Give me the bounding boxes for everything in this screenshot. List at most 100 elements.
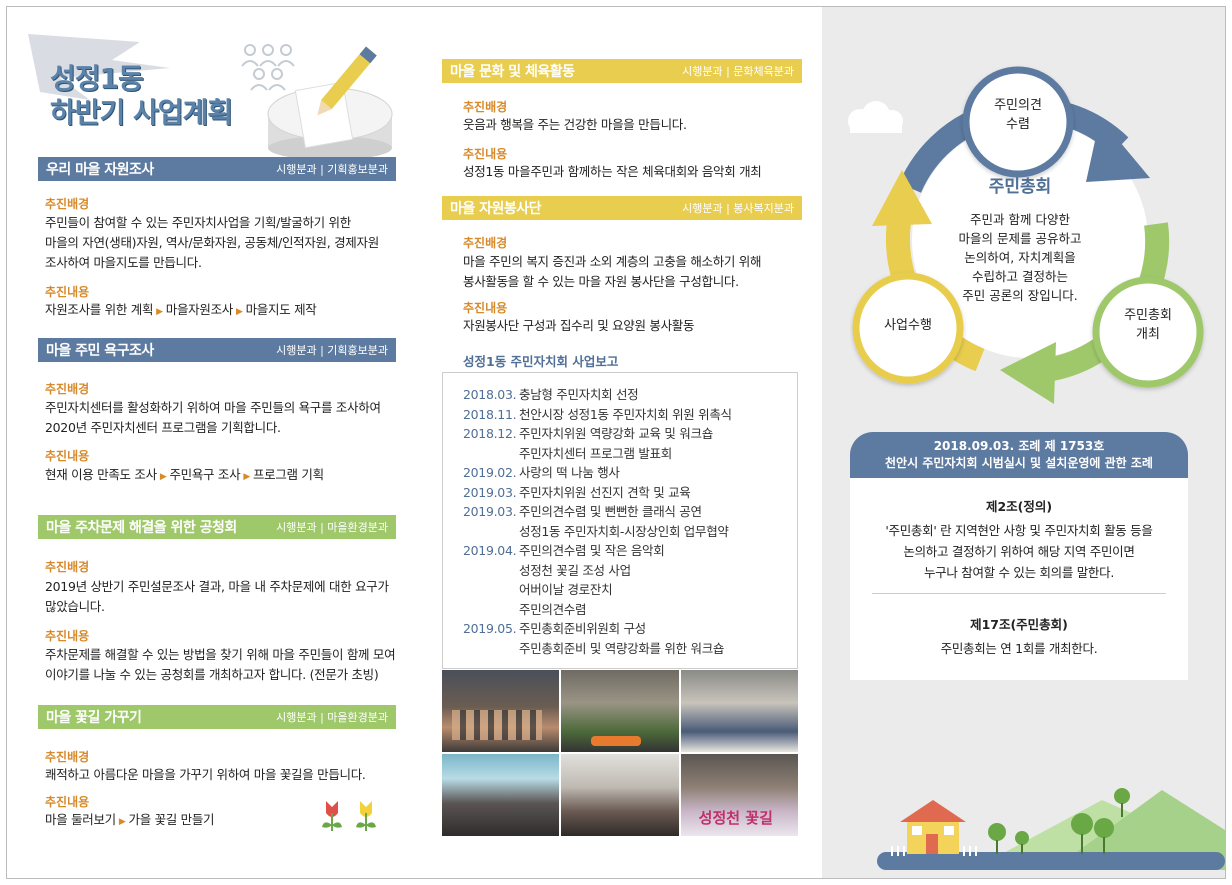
node-top: [962, 66, 1074, 178]
text-line: 주민자치센터를 활성화하기 위하여 마을 주민들의 욕구를 조사하여: [45, 400, 381, 415]
report-date: 2018.12.: [463, 426, 517, 441]
people-icon: [241, 44, 295, 91]
page-title: 성정1동 하반기 사업계획: [50, 62, 233, 130]
yellow-tulip-icon: [356, 801, 376, 831]
section-bar-culture-sports: 마을 문화 및 체육활동 시행분과 | 문화체육분과: [442, 59, 802, 83]
section-title: 우리 마을 자원조사: [46, 162, 154, 178]
section-bar-volunteers: 마을 자원봉사단 시행분과 | 봉사복지분과: [442, 196, 802, 220]
green-arrow-head: [1000, 342, 1056, 404]
report-date: 2018.03.: [463, 387, 517, 402]
section-bar-needs-survey: 마을 주민 욕구조사 시행분과 | 기획홍보분과: [38, 338, 396, 362]
red-tulip-icon: [322, 801, 342, 831]
report-text: 주민총회준비 및 역량강화를 위한 워크숍: [519, 640, 725, 656]
report-text: 어버이날 경로잔치: [519, 582, 613, 597]
content-steps: 현재 이용 만족도 조사▶주민욕구 조사▶프로그램 기획: [45, 465, 324, 487]
background-label: 추진배경: [463, 100, 508, 114]
blue-arrow-head: [1086, 118, 1150, 182]
report-date: 2018.11.: [463, 406, 517, 422]
triangle-right-icon: ▶: [243, 472, 250, 482]
section-title: 마을 주차문제 해결을 위한 공청회: [46, 520, 237, 536]
background-label: 추진배경: [463, 236, 508, 250]
triangle-right-icon: ▶: [156, 307, 163, 317]
title-line-2: 하반기 사업계획: [50, 96, 233, 129]
content-label: 추진내용: [463, 301, 508, 315]
step: 자원조사를 위한 계획: [45, 302, 154, 317]
section-org: 시행분과 | 봉사복지분과: [682, 202, 794, 215]
fence: [891, 846, 977, 856]
report-row: 2019.04.주민의견수렴 및 작은 음악회: [463, 541, 665, 561]
photo-performance: [442, 670, 560, 752]
section-org: 시행분과 | 문화체육분과: [682, 65, 794, 78]
report-text: 주민의견수렴 및 뻔뻔한 클래식 공연: [519, 504, 702, 519]
background-label: 추진배경: [45, 382, 90, 396]
report-date: 2019.03.: [463, 484, 517, 500]
section-bar-flower-road: 마을 꽃길 가꾸기 시행분과 | 마을환경분과: [38, 705, 396, 729]
text-line: 성정1동 마을주민과 함께하는 작은 체육대회와 음악회 개최: [463, 164, 762, 179]
house-icon: [900, 800, 966, 854]
pencil-icon: [317, 46, 377, 116]
ordinance-box: 제2조(정의) '주민총회' 란 지역현안 사항 및 주민자치회 활동 등을 논…: [850, 478, 1188, 680]
report-text: 주민의견수렴: [519, 601, 587, 617]
report-row: 2018.12.주민자치위원 역량강화 교육 및 워크숍: [463, 424, 713, 444]
triangle-right-icon: ▶: [235, 307, 243, 317]
text-line: 자원봉사단 구성과 집수리 및 요양원 봉사활동: [463, 318, 695, 333]
report-row: 성정천 꽃길 조성 사업: [463, 561, 631, 581]
article-17-text: 주민총회는 연 1회를 개최한다.: [940, 641, 1098, 656]
node-right: [1092, 276, 1204, 388]
step: 마을자원조사: [165, 302, 234, 317]
content-steps: 자원조사를 위한 계획▶마을자원조사▶마을지도 제작: [45, 300, 317, 322]
tulip-icons: [322, 801, 376, 831]
report-row: 어버이날 경로잔치: [463, 580, 613, 600]
article-2-text: '주민총회' 란 지역현안 사항 및 주민자치회 활동 등을 논의하고 결정하기…: [885, 523, 1153, 580]
report-row: 주민의견수렴: [463, 600, 587, 620]
article-17-title: 제17조(주민총회): [970, 617, 1068, 632]
report-row: 성정1동 주민자치회-시장상인회 업무협약: [463, 522, 729, 542]
report-text: 주민자치센터 프로그램 발표회: [519, 445, 672, 461]
text-line: 2020년 주민자치센터 프로그램을 기획합니다.: [45, 420, 281, 435]
divider: [872, 593, 1166, 594]
content-steps: 마을 둘러보기▶가을 꽃길 만들기: [45, 810, 215, 832]
step: 프로그램 기획: [252, 467, 324, 482]
step: 가을 꽃길 만들기: [128, 812, 215, 827]
section-org: 시행분과 | 기획홍보분과: [276, 163, 388, 176]
content-text: 자원봉사단 구성과 집수리 및 요양원 봉사활동: [463, 316, 694, 336]
ordinance-header: 2018.09.03. 조례 제 1753호 천안시 주민자치회 시범실시 및 …: [850, 432, 1188, 478]
report-text: 성정1동 주민자치회-시장상인회 업무협약: [519, 523, 729, 539]
page-frame: [6, 6, 1226, 879]
title-brush-stroke: [28, 34, 170, 100]
node-left: [852, 272, 964, 384]
section-bar-resource-survey: 우리 마을 자원조사 시행분과 | 기획홍보분과: [38, 157, 396, 181]
cloud-icons: [848, 101, 903, 133]
title-illustration: [28, 34, 393, 160]
report-box: [442, 372, 798, 669]
section-org: 시행분과 | 기획홍보분과: [276, 344, 388, 357]
content-label: 추진내용: [463, 147, 508, 161]
photo-planting: [561, 670, 679, 752]
content-label: 추진내용: [45, 449, 90, 463]
village-illustration: [877, 788, 1225, 870]
background-label: 추진배경: [45, 560, 90, 574]
ordinance-number: 2018.09.03. 조례 제 1753호: [933, 439, 1105, 453]
ground: [877, 852, 1225, 870]
step: 주민욕구 조사: [169, 467, 241, 482]
report-row: 2019.02.사랑의 떡 나눔 행사: [463, 463, 620, 483]
section-org: 시행분과 | 마을환경분과: [276, 521, 388, 534]
content-text: 주차문제를 해결할 수 있는 방법을 찾기 위해 마을 주민들이 함께 모여 이…: [45, 645, 396, 685]
background-text: 주민자치센터를 활성화하기 위하여 마을 주민들의 욕구를 조사하여 2020년…: [45, 398, 381, 438]
step: 마을 둘러보기: [45, 812, 116, 827]
report-date: 2019.02.: [463, 465, 517, 480]
report-row: 2019.03.주민의견수렴 및 뻔뻔한 클래식 공연: [463, 502, 702, 522]
text-line: 주민들이 참여할 수 있는 주민자치사업을 기획/발굴하기 위한: [45, 215, 351, 230]
text-line: 많았습니다.: [45, 599, 105, 614]
report-text: 충남형 주민자치회 선정: [519, 387, 639, 402]
report-date: 2019.05.: [463, 621, 517, 636]
photo-workshop-banner: [442, 754, 560, 836]
report-text: 사랑의 떡 나눔 행사: [519, 465, 620, 480]
report-row: 2018.11.천안시장 성정1동 주민자치회 위원 위촉식: [463, 405, 732, 425]
text-line: 마을의 자연(생태)자원, 역사/문화자원, 공동체/인적자원, 경제자원: [45, 235, 379, 250]
report-row: 2018.03.충남형 주민자치회 선정: [463, 385, 639, 405]
title-line-1: 성정1동: [50, 62, 144, 95]
step: 마을지도 제작: [245, 302, 317, 317]
text-line: 주차문제를 해결할 수 있는 방법을 찾기 위해 마을 주민들이 함께 모여: [45, 647, 396, 662]
